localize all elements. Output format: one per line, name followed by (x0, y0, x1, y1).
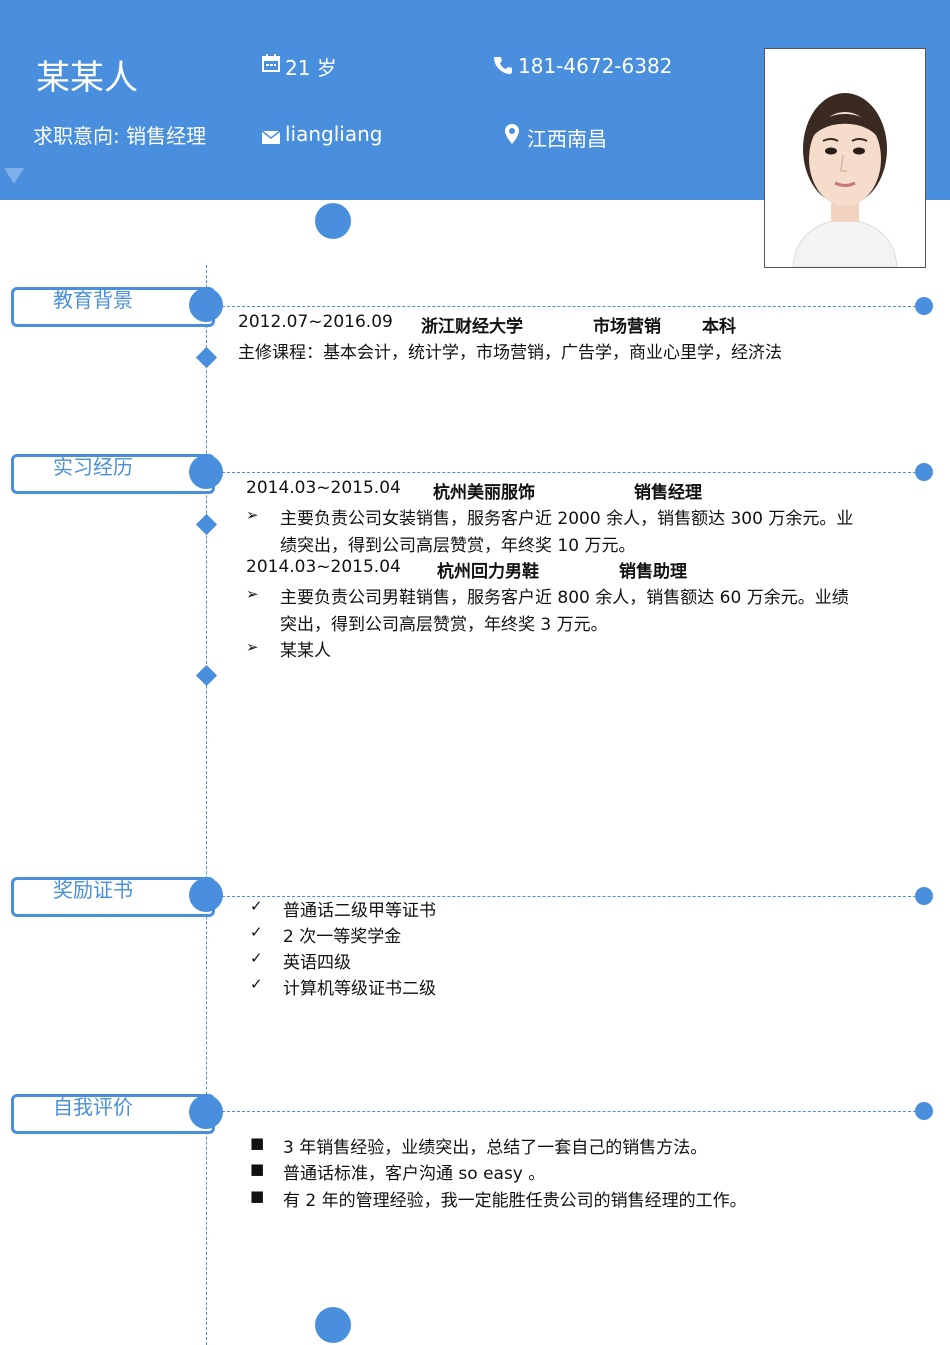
location-value: 江西南昌 (527, 127, 607, 151)
timeline-diamond (195, 346, 218, 369)
section-circle (189, 455, 223, 489)
job-desc-line: 绩突出，得到公司高层赞赏，年终奖 10 万元。 (280, 536, 636, 556)
section-circle (189, 878, 223, 912)
header-triangle-decoration (4, 168, 24, 184)
job-period: 2014.03~2015.04 (246, 478, 401, 498)
section-title: 实习经历 (53, 455, 133, 479)
profile-photo (764, 48, 926, 268)
section-divider (222, 896, 916, 897)
check-icon: ✓ (250, 975, 263, 993)
square-bullet-icon: ■ (250, 1160, 265, 1178)
square-bullet-icon: ■ (250, 1187, 265, 1205)
check-icon: ✓ (250, 923, 263, 941)
phone-number: 181-4672-6382 (518, 54, 673, 78)
timeline-bottom-circle (315, 1307, 351, 1343)
email-value: liangliang (285, 122, 383, 146)
arrow-bullet-icon: ➢ (246, 585, 259, 603)
age-value: 21 岁 (285, 56, 337, 80)
check-icon: ✓ (250, 897, 263, 915)
divider-end-dot (915, 887, 933, 905)
job-desc-line: 主要负责公司女装销售，服务客户近 2000 余人，销售额达 300 万余元。业 (280, 509, 854, 529)
location-pin-icon (505, 124, 519, 149)
candidate-name: 某某人 (36, 58, 138, 98)
timeline-diamond (195, 513, 218, 536)
section-tab-self-evaluation: 自我评价 (11, 1094, 215, 1134)
education-courses: 主修课程：基本会计，统计学，市场营销，广告学，商业心里学，经济法 (238, 343, 782, 363)
section-divider (222, 472, 916, 473)
job-period: 2014.03~2015.04 (246, 557, 401, 577)
section-divider (222, 306, 916, 307)
award-item: 英语四级 (283, 953, 351, 973)
education-major: 市场营销 (593, 317, 661, 337)
calendar-icon (262, 54, 280, 77)
section-tab-awards: 奖励证书 (11, 877, 215, 917)
section-title: 自我评价 (53, 1095, 133, 1119)
timeline-line (206, 265, 207, 1345)
job-objective: 求职意向: 销售经理 (33, 124, 207, 148)
divider-end-dot (915, 463, 933, 481)
job-position: 销售助理 (619, 562, 687, 582)
self-eval-item: 普通话标准，客户沟通 so easy 。 (283, 1164, 546, 1184)
education-period: 2012.07~2016.09 (238, 312, 393, 332)
divider-end-dot (915, 297, 933, 315)
job-desc-line: 突出，得到公司高层赞赏，年终奖 3 万元。 (280, 615, 608, 635)
self-eval-item: 3 年销售经验，业绩突出，总结了一套自己的销售方法。 (283, 1138, 708, 1158)
square-bullet-icon: ■ (250, 1134, 265, 1152)
education-school: 浙江财经大学 (421, 317, 523, 337)
award-item: 计算机等级证书二级 (283, 979, 436, 999)
timeline-diamond (195, 664, 218, 687)
experience-extra: 某某人 (280, 641, 331, 661)
section-tab-education: 教育背景 (11, 287, 215, 327)
job-position: 销售经理 (634, 483, 702, 503)
arrow-bullet-icon: ➢ (246, 506, 259, 524)
section-divider (222, 1111, 916, 1112)
check-icon: ✓ (250, 949, 263, 967)
section-tab-experience: 实习经历 (11, 454, 215, 494)
phone-icon (494, 56, 512, 79)
job-desc-line: 主要负责公司男鞋销售，服务客户近 800 余人，销售额达 60 万余元。业绩 (280, 588, 849, 608)
section-circle (189, 288, 223, 322)
arrow-bullet-icon: ➢ (246, 638, 259, 656)
self-eval-item: 有 2 年的管理经验，我一定能胜任贵公司的销售经理的工作。 (283, 1191, 747, 1211)
job-company: 杭州回力男鞋 (437, 562, 539, 582)
timeline-top-circle (315, 203, 351, 239)
award-item: 普通话二级甲等证书 (283, 901, 436, 921)
envelope-icon (261, 127, 281, 149)
award-item: 2 次一等奖学金 (283, 927, 402, 947)
education-degree: 本科 (702, 317, 736, 337)
section-title: 奖励证书 (53, 878, 133, 902)
section-circle (189, 1095, 223, 1129)
job-company: 杭州美丽服饰 (433, 483, 535, 503)
section-title: 教育背景 (53, 288, 133, 312)
divider-end-dot (915, 1102, 933, 1120)
